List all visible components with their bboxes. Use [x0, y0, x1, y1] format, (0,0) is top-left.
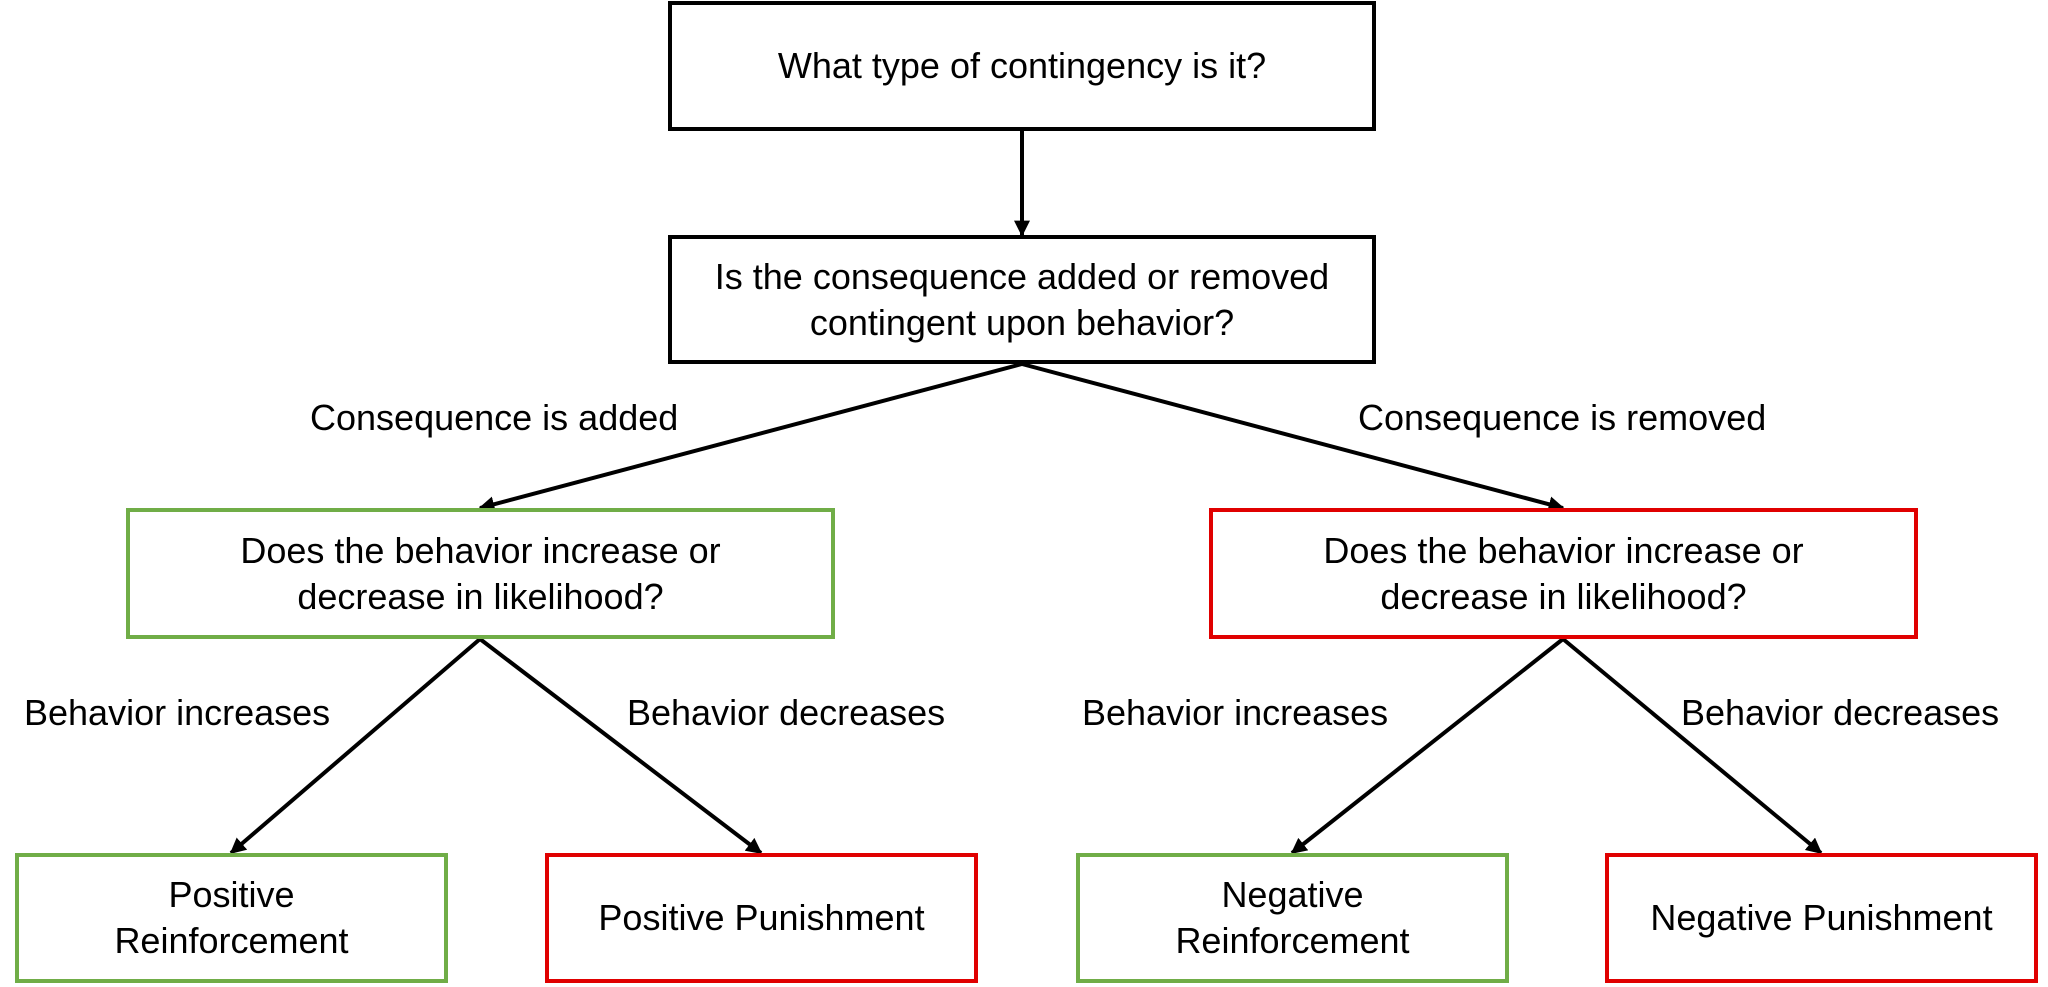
node-positive-reinforcement-text: Positive Reinforcement	[114, 872, 348, 964]
connector-to-question-added	[478, 362, 1023, 513]
node-positive-punishment: Positive Punishment	[545, 853, 978, 983]
node-question-removed: Does the behavior increase or decrease i…	[1209, 508, 1918, 639]
node-question-added: Does the behavior increase or decrease i…	[126, 508, 835, 639]
edge-label-behavior-increases-left: Behavior increases	[24, 692, 331, 733]
node-text-line: contingent upon behavior?	[809, 301, 1235, 343]
connector-to-negative-punishment	[1561, 637, 1823, 855]
node-negative-reinforcement: Negative Reinforcement	[1076, 853, 1509, 983]
connector-to-positive-punishment	[478, 637, 763, 855]
node-added-or-removed: Is the consequence added or removed cont…	[668, 235, 1376, 364]
node-text-line: Positive Punishment	[598, 897, 925, 938]
node-text-line: Is the consequence added or removed	[714, 255, 1330, 297]
node-question-removed-text: Does the behavior increase or decrease i…	[1323, 528, 1803, 620]
node-negative-punishment-text: Negative Punishment	[1650, 895, 1992, 941]
edge-label-behavior-decreases-left: Behavior decreases	[627, 692, 946, 733]
node-text-line: Positive	[168, 874, 295, 915]
edge-label-consequence-added: Consequence is added	[310, 397, 679, 438]
edge-label-behavior-decreases-right: Behavior decreases	[1681, 692, 2000, 733]
node-text-line: Does the behavior increase or	[1323, 529, 1804, 571]
node-text-line: Negative	[1221, 874, 1364, 915]
node-positive-reinforcement: Positive Reinforcement	[15, 853, 448, 983]
node-positive-punishment-text: Positive Punishment	[598, 895, 924, 941]
node-contingency-type: What type of contingency is it?	[668, 1, 1376, 131]
node-text-line: decrease in likelihood?	[1380, 575, 1747, 617]
connector-to-question-removed	[1021, 362, 1565, 513]
node-negative-punishment: Negative Punishment	[1605, 853, 2038, 983]
node-question-added-text: Does the behavior increase or decrease i…	[240, 528, 720, 620]
connector-to-positive-reinforcement	[229, 637, 482, 855]
edge-label-behavior-increases-right: Behavior increases	[1082, 692, 1389, 733]
node-text-line: decrease in likelihood?	[297, 575, 664, 617]
node-text-line: Does the behavior increase or	[240, 529, 721, 571]
edge-label-consequence-removed: Consequence is removed	[1358, 397, 1767, 438]
node-contingency-type-text: What type of contingency is it?	[778, 43, 1266, 89]
node-text-line: Reinforcement	[114, 920, 349, 961]
node-added-or-removed-text: Is the consequence added or removed cont…	[715, 254, 1329, 346]
node-text-line: Negative Punishment	[1650, 897, 1993, 938]
connector-to-negative-reinforcement	[1290, 637, 1565, 855]
node-negative-reinforcement-text: Negative Reinforcement	[1175, 872, 1409, 964]
node-text-line: Reinforcement	[1175, 920, 1410, 961]
node-text-line: What type of contingency is it?	[777, 45, 1267, 86]
